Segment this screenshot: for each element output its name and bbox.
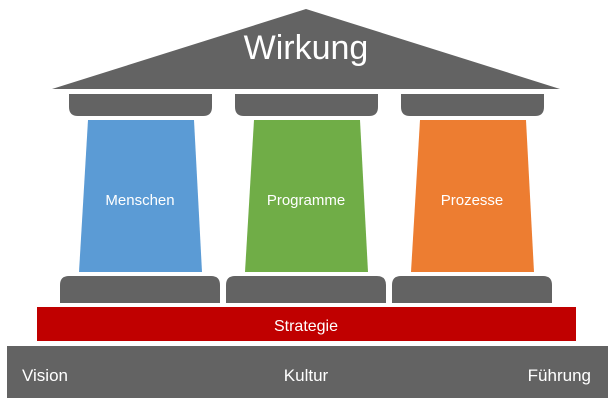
foundation-label-kultur: Kultur xyxy=(284,366,329,385)
foundation xyxy=(7,346,608,398)
foundation-label-vision: Vision xyxy=(22,366,68,385)
pillar-label-prozesse: Prozesse xyxy=(441,192,504,209)
pillar-base-1 xyxy=(60,276,220,303)
pillar-label-menschen: Menschen xyxy=(105,192,174,209)
foundation-label-fuehrung: Führung xyxy=(528,366,591,385)
pillar-capital-1 xyxy=(69,94,212,116)
roof xyxy=(52,9,560,89)
strategy-label: Strategie xyxy=(274,318,338,335)
pillar-base-2 xyxy=(226,276,386,303)
pillar-programme xyxy=(245,120,368,272)
roof-label: Wirkung xyxy=(244,29,369,67)
pillar-capital-2 xyxy=(235,94,378,116)
pillar-label-programme: Programme xyxy=(267,192,345,209)
pillar-capital-3 xyxy=(401,94,544,116)
pillar-prozesse xyxy=(411,120,534,272)
strategy-bar xyxy=(37,307,576,341)
pillar-base-3 xyxy=(392,276,552,303)
pillar-menschen xyxy=(79,120,202,272)
